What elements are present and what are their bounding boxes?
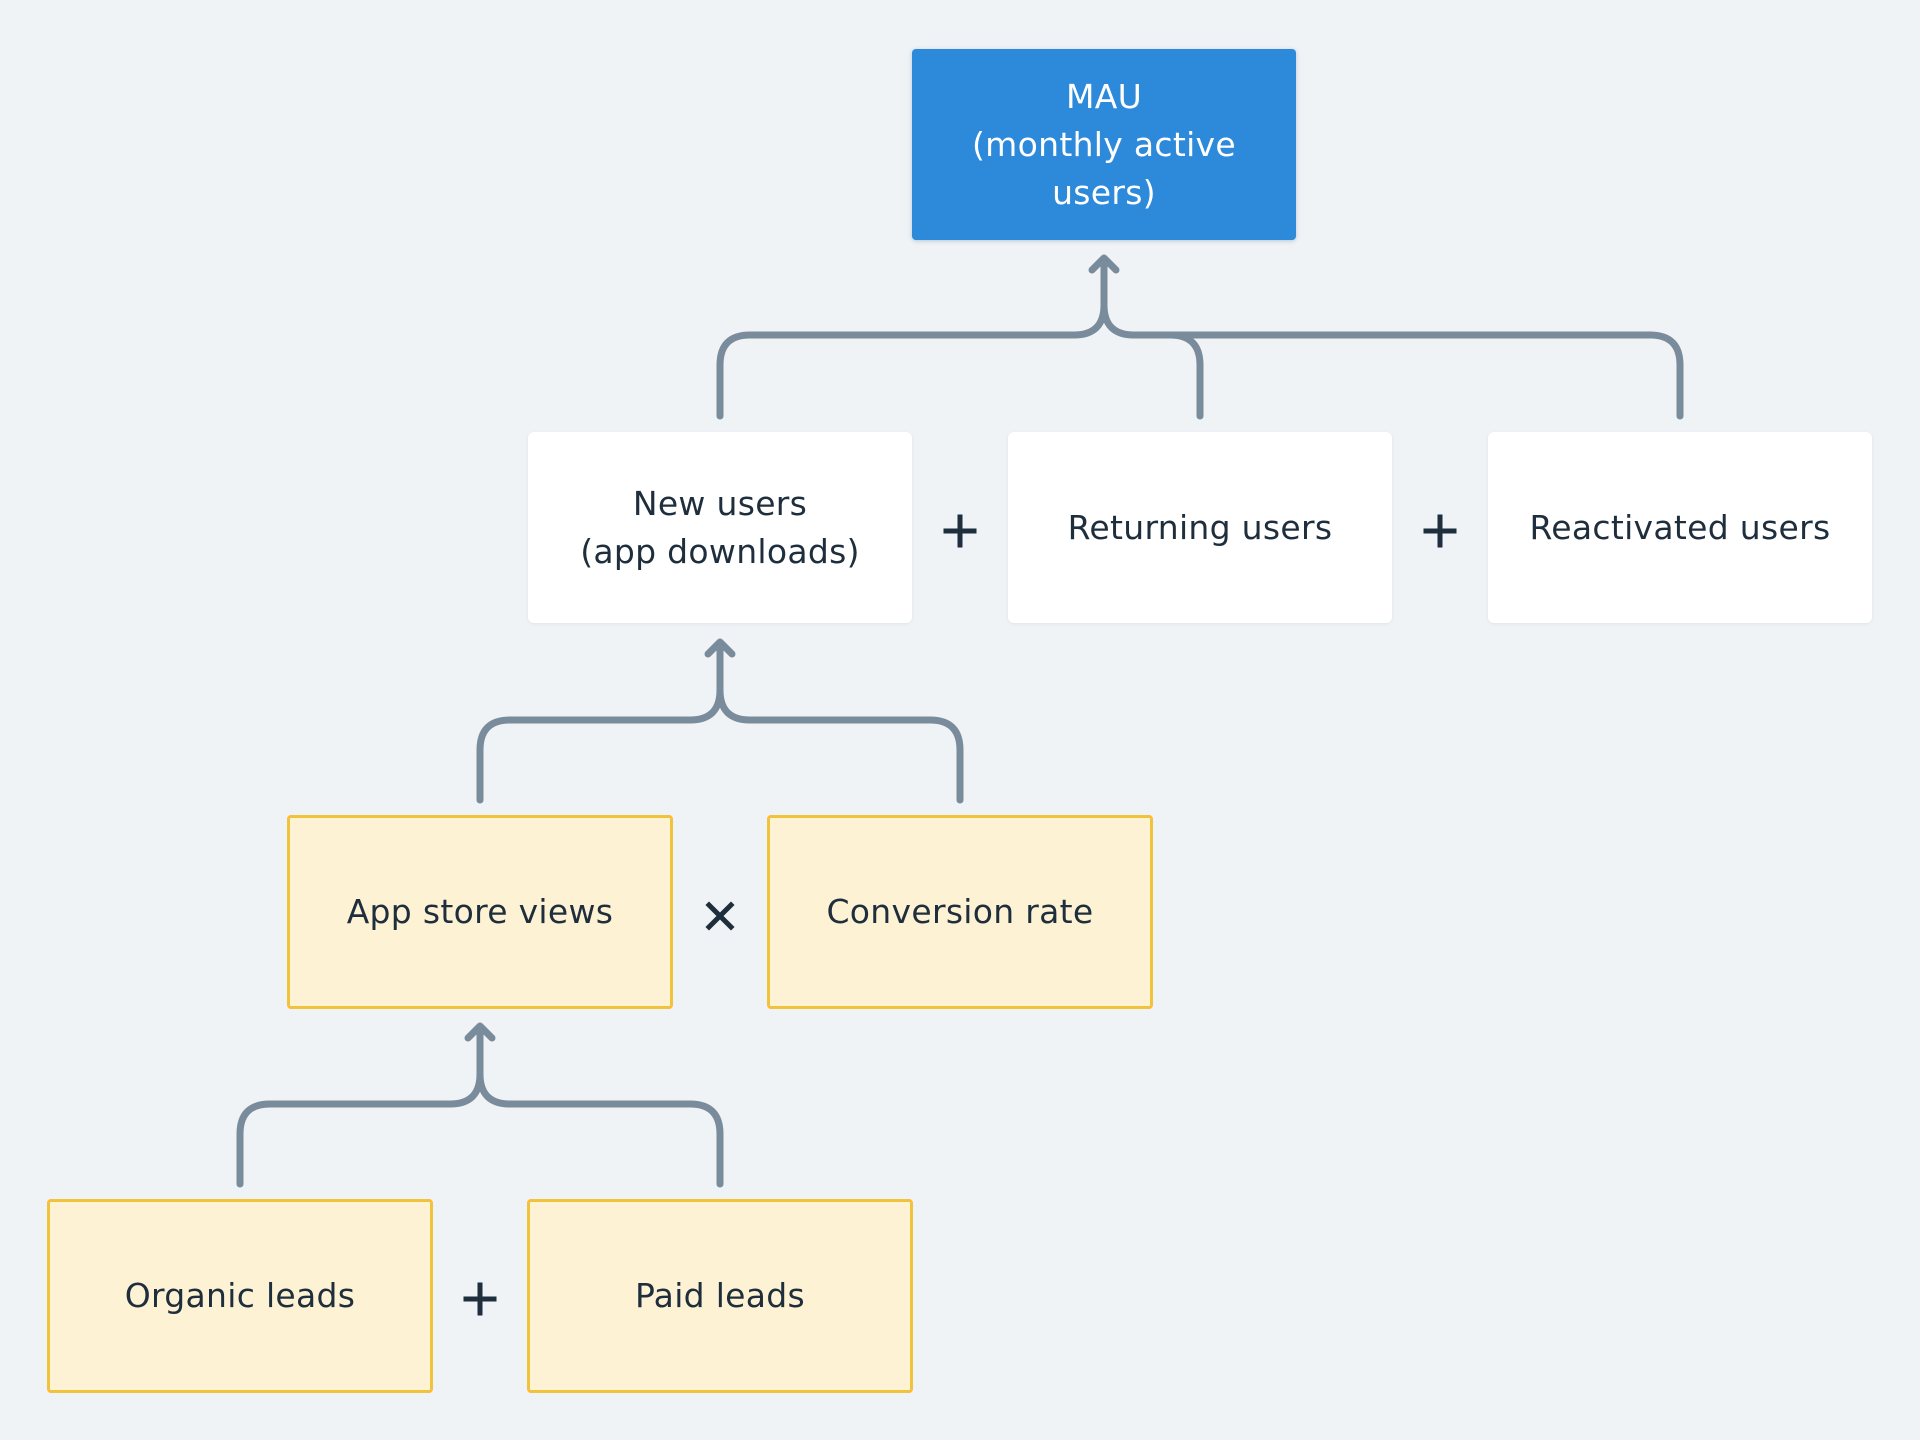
connector-paid-to-views <box>476 1070 724 1188</box>
connector-views-to-new-users <box>476 642 724 804</box>
returning-users-node[interactable]: Returning users <box>1008 432 1392 623</box>
app-store-views-node[interactable]: App store views <box>287 815 673 1009</box>
connector-new-users-to-mau <box>716 258 1108 420</box>
connector-organic-to-views <box>236 1026 484 1188</box>
arrowhead-mau <box>1088 254 1120 274</box>
plus-operator-icon <box>450 1269 510 1329</box>
connector-reactivated-to-mau <box>1130 331 1684 420</box>
reactivated-users-node[interactable]: Reactivated users <box>1488 432 1872 623</box>
arrowhead-views <box>464 1022 496 1042</box>
organic-leads-node[interactable]: Organic leads <box>47 1199 433 1393</box>
conversion-rate-node[interactable]: Conversion rate <box>767 815 1153 1009</box>
times-operator-icon <box>690 886 750 946</box>
plus-operator-icon <box>1410 501 1470 561</box>
paid-leads-node[interactable]: Paid leads <box>527 1199 913 1393</box>
new-users-node[interactable]: New users (app downloads) <box>528 432 912 623</box>
mau-node[interactable]: MAU (monthly active users) <box>912 49 1296 240</box>
connector-conversion-to-new-users <box>716 686 964 804</box>
connector-returning-to-mau <box>1100 301 1204 420</box>
plus-operator-icon <box>930 501 990 561</box>
arrowhead-new-users <box>704 638 736 658</box>
